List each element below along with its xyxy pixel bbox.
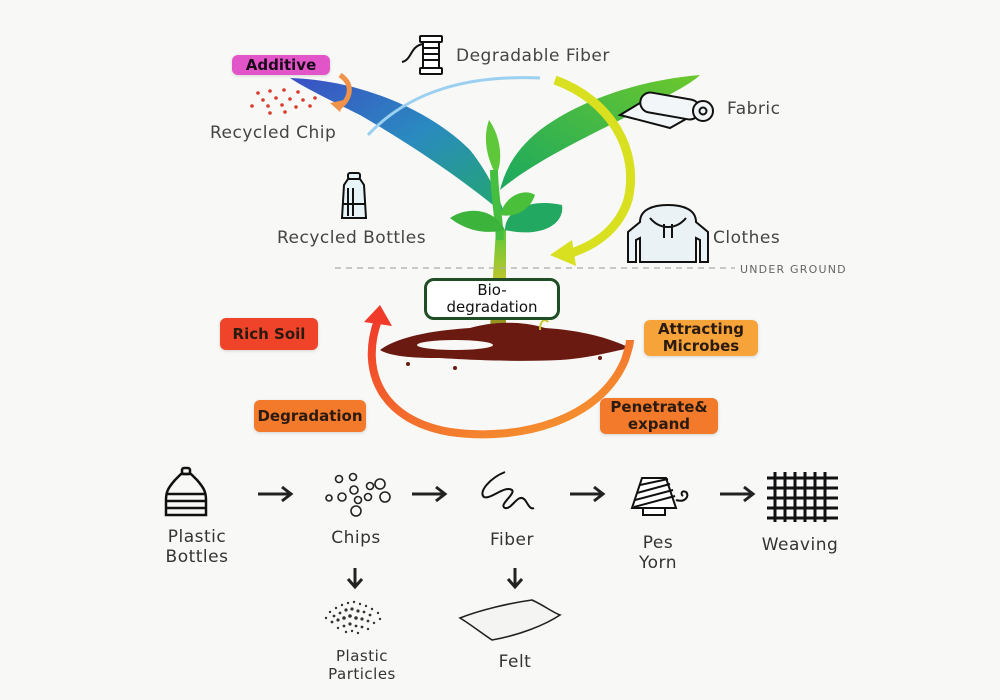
recycled-chip-label: Recycled Chip — [210, 123, 337, 143]
chips-icon — [325, 472, 391, 517]
recycled-bottle-icon — [340, 172, 368, 219]
plant-bud — [485, 120, 501, 175]
down-arrow-icon — [506, 568, 524, 590]
soil-speck — [598, 356, 602, 360]
degradable-fiber-label: Degradable Fiber — [456, 46, 610, 66]
degradation-tag: Degradation — [254, 400, 366, 432]
soil-speck — [453, 366, 457, 370]
biodegradation-box: Bio- degradation — [424, 278, 560, 320]
yellow-arrowhead — [550, 240, 576, 266]
rich-soil-tag: Rich Soil — [220, 318, 318, 350]
branch-label: Plastic Particles — [328, 647, 396, 683]
penetrate-expand-tag: Penetrate& expand — [600, 398, 718, 434]
process-step-label: Fiber — [489, 530, 534, 550]
hoodie-icon — [627, 203, 709, 263]
underground-label: UNDER GROUND — [740, 263, 847, 276]
flow-arrow-icon — [570, 485, 606, 503]
flow-arrow-icon — [412, 485, 448, 503]
fabric-label: Fabric — [727, 99, 781, 119]
soil-patch — [417, 340, 493, 350]
left-leaf — [290, 78, 505, 215]
process-step-label: Weaving — [761, 535, 839, 555]
sprout — [539, 319, 549, 331]
additive-tag: Additive — [232, 55, 330, 75]
right-leaf — [500, 75, 700, 190]
soil-mound — [380, 322, 630, 361]
soil-cycle-arrow — [367, 318, 634, 439]
fiber-icon — [481, 471, 535, 510]
clothes-label: Clothes — [713, 228, 781, 248]
recycle-arc-blue — [366, 76, 541, 137]
flow-arrow-icon — [720, 485, 756, 503]
yarn-cone-icon — [630, 477, 689, 516]
branch-label: Felt — [498, 652, 532, 672]
flow-arrow-icon — [258, 485, 294, 503]
fabric-roll-icon — [617, 91, 714, 130]
plastic-bottle-icon — [164, 466, 208, 517]
process-step-label: Plastic Bottles — [165, 527, 229, 567]
process-step-label: Chips — [331, 528, 381, 548]
additive-arrowhead — [330, 100, 344, 112]
attracting-microbes-tag: Attracting Microbes — [644, 320, 758, 356]
thread-spool-icon — [401, 35, 443, 75]
lower-leaf-small — [500, 192, 535, 216]
lower-leaf-left — [450, 210, 505, 232]
process-step-label: Pes Yorn — [639, 533, 677, 573]
recycled-bottles-label: Recycled Bottles — [277, 228, 427, 248]
felt-sheet-icon — [458, 599, 562, 641]
plant-upper-stem — [490, 169, 504, 241]
down-arrow-icon — [346, 568, 364, 590]
weaving-grid-icon — [767, 472, 838, 522]
plastic-particles-icon — [324, 600, 382, 635]
yellow-cycle-arrow — [553, 75, 636, 260]
soil-speck — [406, 362, 410, 366]
soil-cycle-arrowhead — [364, 305, 392, 326]
recycled-chip-icon — [250, 88, 317, 115]
